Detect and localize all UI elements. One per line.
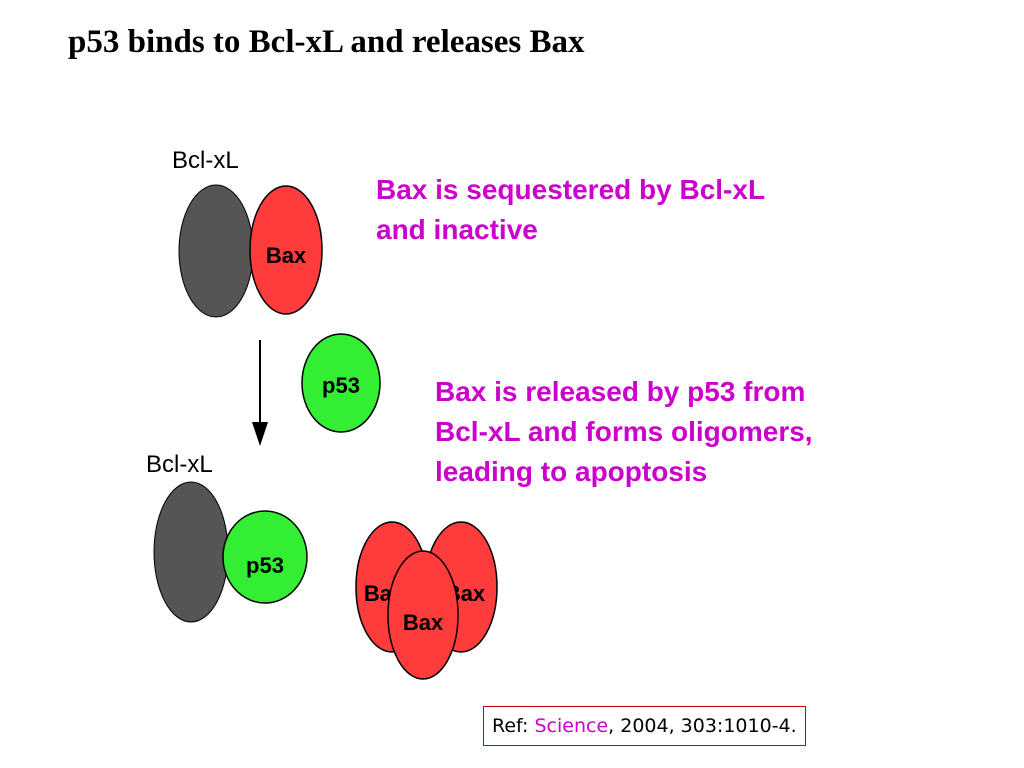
bcl-xl-label-top: Bcl-xL <box>172 147 239 174</box>
bcl-xl-shape-bottom <box>153 481 229 623</box>
reference-prefix: Ref: <box>492 715 535 737</box>
bcl-xl-label-bottom: Bcl-xL <box>146 451 213 478</box>
p53-label-bound: p53 <box>246 553 284 578</box>
bcl-xl-shape-top <box>178 184 254 318</box>
slide-title: p53 binds to Bcl-xL and releases Bax <box>68 24 585 60</box>
note-bottom-line-3: leading to apoptosis <box>435 456 708 487</box>
bax-oligomer-front-label: Bax <box>403 610 444 635</box>
note-top-line-2: and inactive <box>376 214 538 245</box>
note-released: Bax is released by p53 from Bcl-xL and f… <box>435 372 935 492</box>
note-top-line-1: Bax is sequestered by Bcl-xL <box>376 174 766 205</box>
reference-citation: , 2004, 303:1010-4. <box>608 715 797 737</box>
transition-arrow-head <box>252 422 268 446</box>
p53-shape-bound <box>222 510 308 604</box>
bax-shape-top <box>249 185 323 315</box>
bax-oligomer-front <box>387 550 459 680</box>
p53-label-free: p53 <box>322 373 360 398</box>
bax-label-top: Bax <box>266 243 307 268</box>
note-sequestered: Bax is sequestered by Bcl-xL and inactiv… <box>376 170 876 250</box>
note-bottom-line-2: Bcl-xL and forms oligomers, <box>435 416 813 447</box>
reference-box: Ref: Science, 2004, 303:1010-4. <box>483 706 806 746</box>
p53-shape-free <box>301 333 381 433</box>
note-bottom-line-1: Bax is released by p53 from <box>435 376 806 407</box>
reference-journal: Science <box>534 715 609 737</box>
